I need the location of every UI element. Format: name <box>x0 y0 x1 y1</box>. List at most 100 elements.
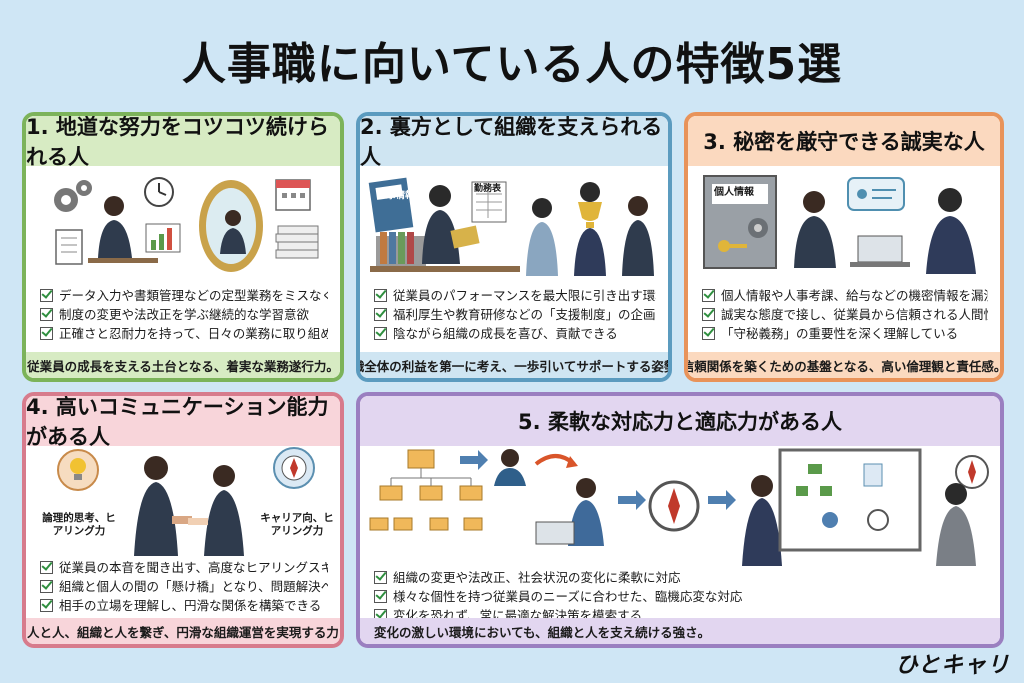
list-item: 従業員のパフォーマンスを最大限に引き出す環境作り <box>374 286 656 305</box>
arrow-right-icon-2 <box>618 490 646 510</box>
list-item: 「守秘義務」の重要性を深く理解している <box>702 324 988 343</box>
mirror-icon <box>199 180 263 272</box>
paper-stack-icon <box>275 225 319 259</box>
card-5: 5. 柔軟な対応力と適応力がある人 組織の変更や法改正、社会状況の変化に柔軟に対… <box>356 392 1004 648</box>
list-item: 相手の立場を理解し、円滑な関係を構築できる <box>40 596 328 615</box>
list-item: 正確さと忍耐力を持って、日々の業務に取り組める <box>40 324 328 343</box>
laptop-icon <box>850 235 910 267</box>
checkbox-icon <box>374 289 387 302</box>
clock-icon <box>955 455 989 489</box>
presenter-man <box>936 483 976 566</box>
whiteboard-icon <box>778 448 922 552</box>
compass-icon <box>648 480 700 532</box>
card-1: 1. 地道な努力をコツコツ続けられる人 データ入力や書類管理などの定型業務をミス… <box>22 112 344 382</box>
checkbox-icon <box>374 327 387 340</box>
trophy-icon <box>578 202 602 228</box>
person-icon <box>494 449 526 486</box>
card-3-footer: 信頼関係を築くための基盤となる、高い倫理観と責任感。 <box>688 352 1000 378</box>
document-icon <box>55 229 83 265</box>
man-handshake <box>134 456 192 556</box>
key-icon <box>718 240 747 252</box>
checkbox-icon <box>702 289 715 302</box>
office-worker <box>422 185 480 264</box>
card-3: 3. 秘密を厳守できる誠実な人 個人情報 個人情報や人事考課、給与などの機密情報… <box>684 112 1004 382</box>
safe-label: 個人情報 <box>714 187 754 198</box>
checkbox-icon <box>40 599 53 612</box>
list-item: 福利厚生や教育研修などの「支援制度」の企画・運営 <box>374 305 656 324</box>
card-4: 4. 高いコミュニケーション能力がある人 論理的思考、ヒアリング力 キャリア向、… <box>22 392 344 648</box>
file-rack-icon <box>376 232 426 266</box>
card-1-illustration <box>26 166 340 284</box>
desk <box>370 266 520 272</box>
worker-2 <box>574 182 606 276</box>
career-label: キャリア向、ヒアリング力 <box>260 512 334 537</box>
checkbox-icon <box>40 561 53 574</box>
safe-icon <box>703 175 777 269</box>
card-1-heading: 1. 地道な努力をコツコツ続けられる人 <box>26 116 340 169</box>
checkbox-icon <box>40 289 53 302</box>
card-2-footer: 組織全体の利益を第一に考え、一歩引いてサポートする姿勢。 <box>360 352 668 378</box>
worker-1 <box>526 198 558 276</box>
checkbox-icon <box>40 308 53 321</box>
card-4-footer: 人と人、組織と人を繋ぎ、円滑な組織運営を実現する力 <box>26 618 340 644</box>
schedule-sheet-icon <box>471 181 507 223</box>
checkbox-icon <box>374 571 387 584</box>
page-title: 人事職に向いている人の特徴5選 <box>181 39 843 90</box>
card-3-points: 個人情報や人事考課、給与などの機密情報を漏洩しない 誠実な態度で接し、従業員から… <box>688 284 1000 343</box>
schedule-label: 勤務表 <box>474 184 502 194</box>
list-item: 組織の変更や法改正、社会状況の変化に柔軟に対応 <box>374 568 988 587</box>
brand-logo: ひとキャリ <box>895 653 1010 678</box>
checkbox-icon <box>702 308 715 321</box>
curved-arrow-icon <box>534 454 578 468</box>
calendar-icon <box>275 179 311 211</box>
card-1-footer: 従業員の成長を支える土台となる、着実な業務遂行力。 <box>26 352 340 378</box>
card-4-points: 従業員の本音を聞き出す、高度なヒアリングスキル 組織と個人の間の「懸け橋」となり… <box>26 556 340 615</box>
arrow-right-icon-3 <box>708 490 736 510</box>
binder-label: 人事情報 <box>378 191 415 201</box>
growth-chart-icon <box>145 223 181 253</box>
checkbox-icon <box>374 308 387 321</box>
card-5-footer: 変化の激しい環境においても、組織と人を支え続ける強さ。 <box>360 618 1000 644</box>
card-2: 2. 裏方として組織を支えられる人 人事情報 勤務表 従業員のパフォーマンスを最… <box>356 112 672 382</box>
checkbox-icon <box>40 580 53 593</box>
list-item: 組織と個人の間の「懸け橋」となり、問題解決へ導く <box>40 577 328 596</box>
list-item: 誠実な態度で接し、従業員から信頼される人間性 <box>702 305 988 324</box>
binder-icon <box>368 177 414 233</box>
card-3-heading: 3. 秘密を厳守できる誠実な人 <box>688 116 1000 166</box>
card-2-points: 従業員のパフォーマンスを最大限に引き出す環境作り 福利厚生や教育研修などの「支援… <box>360 284 668 343</box>
gear-icon <box>54 180 92 212</box>
org-chart-lines <box>390 468 472 486</box>
checkbox-icon <box>40 327 53 340</box>
card-5-illustration-svg <box>369 448 989 566</box>
woman-thinking <box>794 191 836 268</box>
card-3-illustration: 個人情報 <box>688 166 1000 284</box>
card-1-points: データ入力や書類管理などの定型業務をミスなく進行 制度の変更や法改正を学ぶ継続的… <box>26 284 340 343</box>
list-item: 制度の変更や法改正を学ぶ継続的な学習意欲 <box>40 305 328 324</box>
org-chart-icon <box>369 449 483 531</box>
presenter-woman <box>742 475 782 566</box>
card-2-illustration-svg <box>368 177 654 276</box>
card-3-illustration-svg <box>703 175 976 274</box>
checkbox-icon <box>702 327 715 340</box>
card-5-points: 組織の変更や法改正、社会状況の変化に柔軟に対応 様々な個性を持つ従業員のニーズに… <box>360 566 1000 625</box>
card-5-illustration <box>360 446 1000 566</box>
lightbulb-icon <box>57 449 99 491</box>
person-at-desk <box>88 196 158 263</box>
woman-at-laptop <box>535 478 604 546</box>
card-4-heading: 4. 高いコミュニケーション能力がある人 <box>26 396 340 449</box>
logic-label: 論理的思考、ヒアリング力 <box>42 512 116 537</box>
list-item: 従業員の本音を聞き出す、高度なヒアリングスキル <box>40 558 328 577</box>
card-1-illustration-svg <box>54 177 319 272</box>
woman-handshake <box>188 465 244 556</box>
worker-3 <box>622 196 654 276</box>
card-4-illustration: 論理的思考、ヒアリング力 キャリア向、ヒアリング力 <box>26 446 340 556</box>
checkbox-icon <box>374 590 387 603</box>
chat-bubble-icon <box>847 177 905 211</box>
card-2-illustration: 人事情報 勤務表 <box>360 166 668 284</box>
list-item: 様々な個性を持つ従業員のニーズに合わせた、臨機応変な対応 <box>374 587 988 606</box>
list-item: 陰ながら組織の成長を喜び、貢献できる <box>374 324 656 343</box>
card-2-heading: 2. 裏方として組織を支えられる人 <box>360 116 668 169</box>
arrow-right-icon <box>460 450 488 470</box>
man-thinking <box>926 188 976 274</box>
card-4-illustration-svg <box>57 447 315 556</box>
